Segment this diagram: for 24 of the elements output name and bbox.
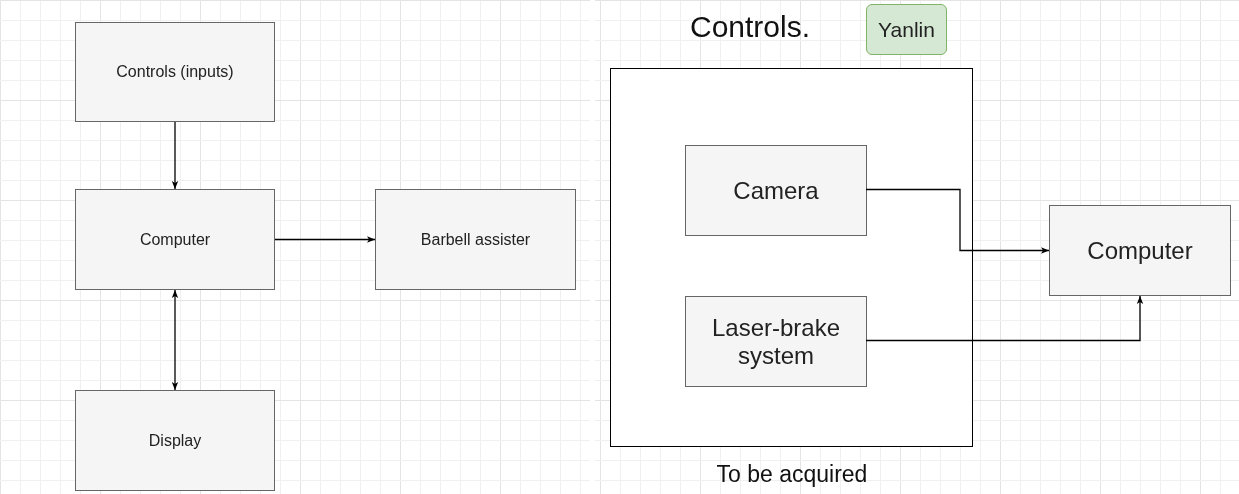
arrow [274, 236, 376, 243]
arrow [865, 188, 1050, 254]
process-box [1049, 205, 1231, 296]
box-label: Laser-brake system [710, 312, 842, 371]
arrow [171, 289, 179, 391]
box-label: Computer [1086, 235, 1194, 266]
process-box [685, 296, 867, 387]
box-label: Camera [732, 175, 820, 206]
box-label: Yanlin [877, 16, 936, 43]
name-tag [866, 4, 947, 55]
process-box [375, 189, 576, 290]
box-label: Controls (inputs) [115, 62, 235, 82]
diagram-title: Controls. [690, 10, 812, 44]
process-box [75, 189, 275, 290]
process-box [75, 22, 275, 122]
process-box [685, 145, 867, 236]
container-box [610, 68, 973, 447]
arrow [171, 121, 179, 190]
box-label: Display [147, 430, 203, 451]
arrow [865, 295, 1144, 342]
box-label: Computer [138, 229, 212, 250]
box-label: Barbell assister [419, 229, 532, 250]
node-label: To be acquired [716, 461, 868, 488]
process-box [75, 390, 275, 491]
